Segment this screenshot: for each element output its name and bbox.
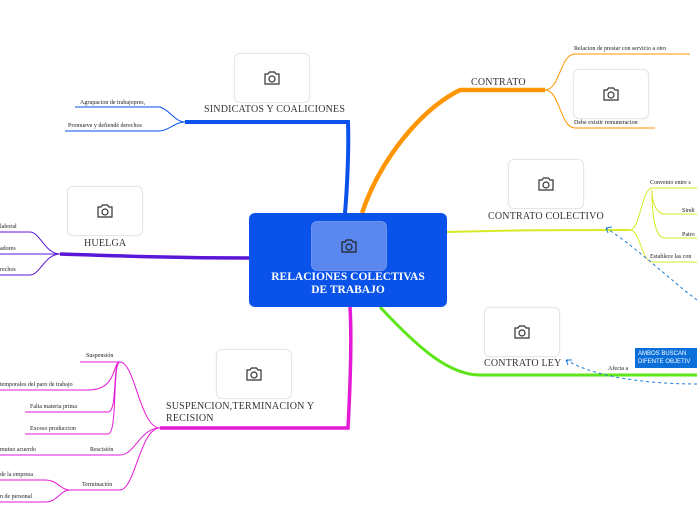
camera-icon	[97, 204, 113, 218]
camera-icon	[246, 367, 262, 381]
image-placeholder-central	[311, 221, 387, 271]
central-topic[interactable]: RELACIONES COLECTIVAS DE TRABAJO	[249, 213, 447, 307]
contrato-item-1[interactable]: Relacion de prestar con servicio a otro	[574, 46, 667, 52]
rescision-label[interactable]: Rescisión	[90, 447, 114, 453]
suspension-item-1[interactable]: temporales del paro de trabajo	[0, 382, 73, 388]
huelga-item-1[interactable]: laboral	[0, 224, 17, 230]
terminacion-item-2[interactable]: n de personal	[0, 494, 32, 500]
contrato-ley-item-1[interactable]: Afecta a	[608, 366, 629, 372]
central-title: RELACIONES COLECTIVAS DE TRABAJO	[271, 271, 425, 296]
image-placeholder-sindicatos	[234, 53, 310, 103]
contrato-colectivo-item-3[interactable]: Patro	[682, 232, 695, 238]
sindicatos-item-2[interactable]: Promueve y defiendé derechos	[68, 123, 142, 129]
huelga-item-2[interactable]: adores	[0, 246, 16, 252]
suspension-item-3[interactable]: Exceso produccion	[30, 426, 76, 432]
callout-ambos-buscan[interactable]: AMBOS BUSCAN DIFENTE OBJETIV	[635, 348, 697, 368]
image-placeholder-contrato	[573, 69, 649, 119]
branch-suspension	[160, 306, 353, 430]
topic-contrato[interactable]: CONTRATO	[471, 77, 526, 88]
branch-sindicatos	[185, 120, 351, 214]
branch-contrato-colectivo	[446, 229, 631, 233]
rescision-item-1[interactable]: mutuo acuerdo	[0, 447, 36, 453]
branch-huelga	[59, 252, 250, 260]
huelga-item-3[interactable]: rechos	[0, 267, 16, 273]
terminacion-item-1[interactable]: de la empresa	[0, 472, 33, 478]
contrato-colectivo-item-1[interactable]: Convenio entre s	[650, 180, 691, 186]
topic-contrato-ley[interactable]: CONTRATO LEY	[484, 358, 562, 369]
image-placeholder-contrato-ley	[484, 307, 560, 357]
camera-icon	[603, 87, 619, 101]
camera-icon	[538, 177, 554, 191]
sindicatos-item-1[interactable]: Agrupacion de trabajopres,	[80, 100, 146, 106]
image-placeholder-contrato-colectivo	[508, 159, 584, 209]
topic-huelga[interactable]: HUELGA	[84, 238, 127, 249]
camera-icon	[264, 71, 280, 85]
terminacion-label[interactable]: Terminación	[82, 482, 113, 488]
image-placeholder-huelga	[67, 186, 143, 236]
topic-sindicatos[interactable]: SINDICATOS Y COALICIONES	[204, 104, 346, 115]
branch-contrato	[359, 87, 545, 214]
image-placeholder-suspension	[216, 349, 292, 399]
contrato-colectivo-item-2[interactable]: Sindi	[682, 208, 695, 214]
contrato-item-2[interactable]: Debe existir remuneracion	[574, 120, 638, 126]
camera-icon	[341, 239, 357, 253]
camera-icon	[514, 325, 530, 339]
suspension-item-2[interactable]: Falta materia prima	[30, 404, 77, 410]
topic-contrato-colectivo[interactable]: CONTRATO COLECTIVO	[488, 211, 604, 222]
contrato-colectivo-item-4[interactable]: Establece las con	[650, 254, 692, 260]
branch-contrato-ley	[378, 305, 697, 377]
topic-suspension[interactable]: SUSPENCION,TERMINACION Y RECISION	[166, 401, 315, 424]
suspension-label[interactable]: Suspensión	[86, 353, 114, 359]
